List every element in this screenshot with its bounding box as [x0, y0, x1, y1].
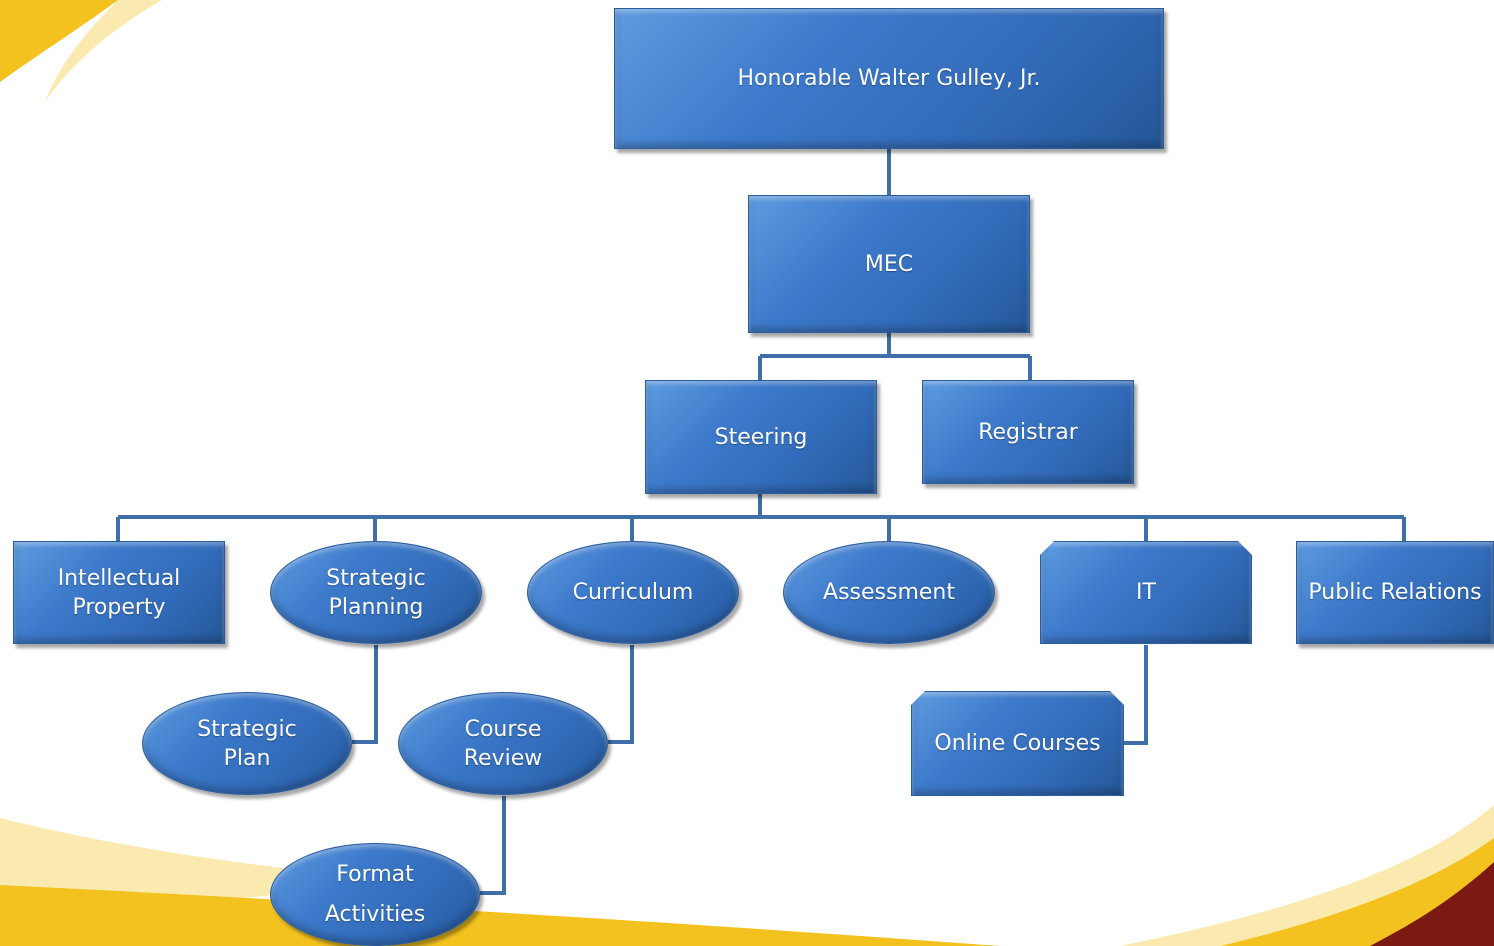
node-assessment[interactable]: Assessment — [783, 541, 995, 644]
node-label-line-1: Course — [464, 716, 542, 742]
connector-mec-children — [758, 333, 1032, 380]
node-label: Steering — [714, 424, 808, 450]
top-left-gold-swoosh — [0, 0, 118, 82]
node-registrar[interactable]: Registrar — [922, 380, 1134, 484]
connector-strategic-planning-plan — [352, 645, 378, 744]
node-strategic-planning[interactable]: Strategic Planning — [270, 541, 482, 644]
node-label: IT — [1136, 580, 1156, 605]
connector-review-format — [480, 796, 506, 895]
top-left-pale-swoosh — [45, 0, 162, 102]
connector-it-online — [1124, 645, 1148, 745]
node-label-line-1: Format — [336, 861, 414, 887]
node-label-line-2: Plan — [223, 745, 271, 771]
bottom-right-maroon-swoosh — [1370, 862, 1494, 946]
node-public-relations[interactable]: Public Relations — [1296, 541, 1494, 644]
node-format-activities[interactable]: Format Activities — [270, 843, 480, 946]
node-label-line-2: Property — [72, 594, 166, 620]
bottom-gold-swoosh — [0, 885, 1000, 946]
connector-steering-children — [116, 494, 1406, 541]
node-curriculum[interactable]: Curriculum — [527, 541, 739, 644]
node-label: Assessment — [823, 580, 955, 605]
connector-curriculum-review — [608, 645, 634, 744]
node-label-line-1: Intellectual — [57, 565, 181, 591]
node-intellectual-property[interactable]: Intellectual Property — [13, 541, 225, 644]
node-label: Public Relations — [1308, 580, 1482, 605]
node-label: Curriculum — [572, 580, 694, 605]
node-label-line-1: Strategic — [326, 565, 426, 591]
node-label-line-1: Strategic — [197, 716, 297, 742]
node-strategic-plan[interactable]: Strategic Plan — [142, 692, 352, 795]
node-mec[interactable]: MEC — [748, 195, 1030, 333]
node-label-line-2: Activities — [324, 901, 426, 927]
node-course-review[interactable]: Course Review — [398, 692, 608, 795]
node-label: Registrar — [978, 419, 1078, 445]
node-label: Honorable Walter Gulley, Jr. — [737, 66, 1041, 91]
node-steering[interactable]: Steering — [645, 380, 877, 494]
node-label: Online Courses — [934, 731, 1101, 756]
node-online-courses[interactable]: Online Courses — [911, 691, 1124, 796]
node-label-line-2: Review — [463, 745, 543, 771]
node-it[interactable]: IT — [1040, 541, 1252, 644]
node-label: MEC — [864, 251, 914, 277]
node-walter-gulley[interactable]: Honorable Walter Gulley, Jr. — [614, 8, 1164, 149]
node-label-line-2: Planning — [328, 594, 424, 620]
